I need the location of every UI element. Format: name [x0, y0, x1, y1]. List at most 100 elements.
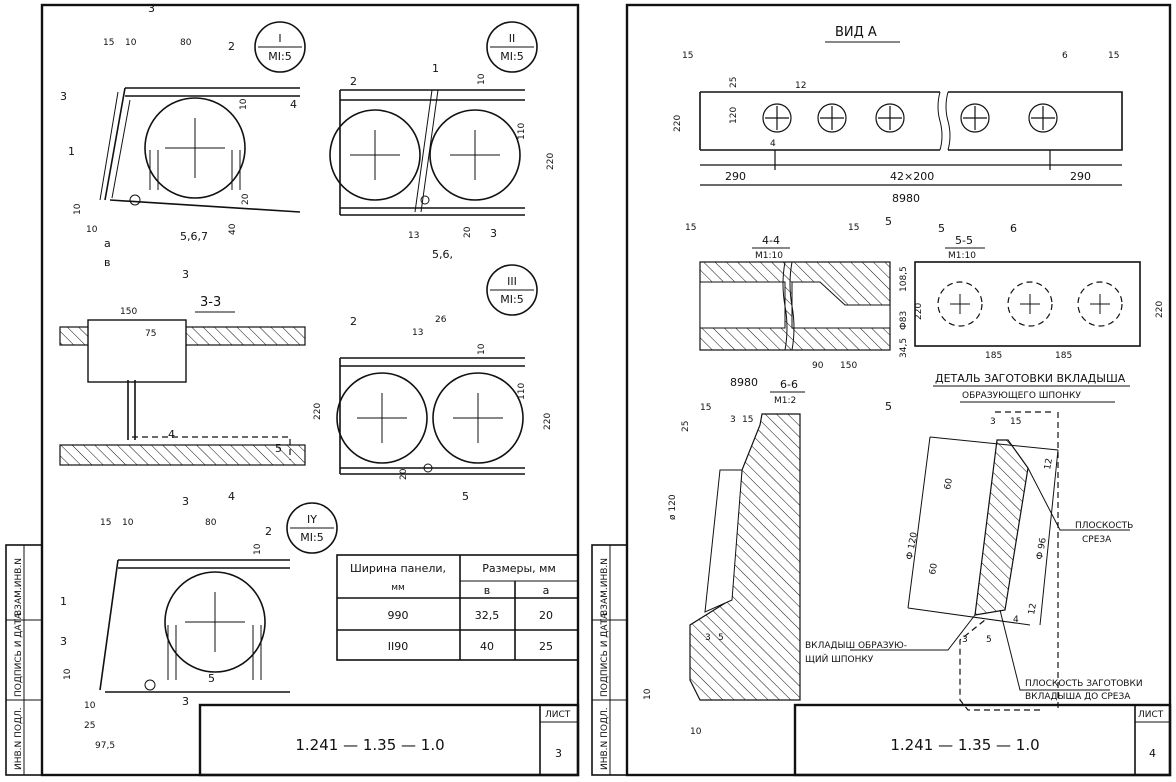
dim: Ф 120 [905, 531, 920, 560]
drawing-code: 1.241 — 1.35 — 1.0 [890, 736, 1039, 754]
dim: 25 [729, 77, 739, 88]
dim: 80 [180, 38, 192, 48]
table-header: Ширина панели, [350, 562, 446, 575]
dim: 3 [705, 633, 711, 643]
table-cell: 20 [539, 609, 553, 622]
dim: 10 [125, 38, 137, 48]
dim: 10 [84, 701, 96, 711]
dim: 185 [1055, 351, 1072, 361]
dim: 290 [725, 170, 746, 183]
table-header: Размеры, мм [482, 562, 556, 575]
dim: 150 [840, 361, 857, 371]
dim: 15 [103, 38, 114, 48]
detail-II: II MI:5 10 110 220 13 20 1 2 3 5,6, [329, 21, 556, 261]
note-blank-plane: ПЛОСКОСТЬ ЗАГОТОВКИ [1025, 679, 1143, 689]
section-scale: M1:10 [755, 251, 783, 261]
callout: 5 [462, 490, 469, 503]
dim: 5 [718, 633, 724, 643]
detail-label: III [507, 275, 517, 288]
dim: 150 [120, 307, 137, 317]
stamp-podpis-data: ПОДПИСЬ И ДАТА [14, 612, 24, 697]
callout: 3 [490, 227, 497, 240]
detail-IV: IY MI:5 15 10 80 10 10 10 25 97,5 1 2 3 … [60, 490, 338, 751]
dim: 15 [682, 51, 693, 61]
callout: 5,6,7 [180, 230, 208, 243]
callout: 4 [228, 490, 235, 503]
section-4-4: 4-4 M1:10 15 15 108,5 Ф83 220 34,5 90 15… [685, 215, 924, 413]
dim: 185 [985, 351, 1002, 361]
dim: 220 [313, 403, 323, 420]
dim: a [104, 237, 111, 250]
dim: 60 [943, 477, 955, 490]
dim: в [104, 256, 110, 269]
callout: 4 [290, 98, 297, 111]
section-3-3: 3-3 150 75 220 4 5 [59, 295, 323, 466]
callout: 2 [228, 40, 235, 53]
sheet-label: ЛИСТ [545, 710, 571, 720]
dim: 108,5 [899, 266, 909, 292]
section-mark: 3 [182, 495, 189, 508]
sheet-number: 4 [1149, 747, 1156, 760]
dim: 4 [770, 139, 776, 149]
dim: 15 [848, 223, 859, 233]
dim: Ф83 [899, 311, 909, 330]
callout: 5 [275, 442, 282, 455]
section-mark: 3 [182, 695, 189, 708]
stamp-column: ИНВ.N ПОДЛ. ПОДПИСЬ И ДАТА ВЗАМ.ИНВ.N [5, 544, 43, 776]
dim: 60 [928, 562, 940, 575]
dim: 25 [681, 421, 691, 432]
dim: 110 [517, 123, 527, 140]
dim: 3 [730, 415, 736, 425]
dim: 10 [477, 343, 487, 355]
title-block: ЛИСТ 4 1.241 — 1.35 — 1.0 [793, 703, 1172, 777]
dim: 10 [477, 73, 487, 85]
dim: 220 [914, 303, 924, 320]
dim: 15 [742, 415, 753, 425]
dim: 40 [228, 223, 238, 235]
dim: 15 [1108, 51, 1119, 61]
dim: 220 [543, 413, 553, 430]
dim: 8980 [892, 192, 920, 205]
dim: 10 [690, 727, 702, 737]
section-scale: M1:10 [948, 251, 976, 261]
dim: 15 [700, 403, 711, 413]
section-5-5: 5-5 M1:10 6 220 185 185 5 [914, 222, 1165, 361]
detail-subtitle: ОБРАЗУЮЩЕГО ШПОНКУ [962, 391, 1081, 401]
stamp-vzam-inv: ВЗАМ.ИНВ.N [600, 558, 610, 616]
detail-scale: MI:5 [500, 50, 523, 63]
dim: 20 [241, 193, 251, 205]
section-mark: 3 [148, 2, 155, 15]
callout: 2 [350, 315, 357, 328]
table-header: мм [391, 583, 405, 593]
detail-I: I MI:5 15 10 80 10 20 40 10 10 a в 1 2 3… [60, 2, 306, 281]
dim: 13 [408, 231, 419, 241]
note-insert: ЩИЙ ШПОНКУ [805, 653, 874, 665]
section-label: 6-6 [780, 378, 798, 391]
drawing-code: 1.241 — 1.35 — 1.0 [295, 736, 444, 754]
section-label: 5-5 [955, 234, 973, 247]
dim: 10 [73, 203, 83, 215]
dim: 220 [546, 153, 556, 170]
dim: 20 [463, 226, 473, 238]
dim: 10 [86, 225, 98, 235]
dim: 34,5 [899, 338, 909, 358]
sheet-label: ЛИСТ [1138, 710, 1164, 720]
callout: 1 [60, 595, 67, 608]
dim: 220 [673, 115, 683, 132]
detail-title: ДЕТАЛЬ ЗАГОТОВКИ ВКЛАДЫША [935, 372, 1126, 385]
dim: 220 [1155, 301, 1165, 318]
stamp-inv-podl: ИНВ.N ПОДЛ. [600, 707, 610, 770]
section-mark: 5 [885, 400, 892, 413]
detail-scale: MI:5 [300, 531, 323, 544]
detail-scale: MI:5 [500, 293, 523, 306]
dim: 15 [1010, 417, 1021, 427]
title-block: ЛИСТ 3 1.241 — 1.35 — 1.0 [198, 703, 580, 777]
dim: 13 [412, 328, 423, 338]
section-mark: 5 [885, 215, 892, 228]
dim: 3 [962, 635, 968, 645]
callout: 1 [68, 145, 75, 158]
dimensions-table: Ширина панели, мм Размеры, мм в a 990 32… [336, 554, 579, 661]
table-cell: 990 [388, 609, 409, 622]
dim: 12 [1027, 603, 1039, 616]
